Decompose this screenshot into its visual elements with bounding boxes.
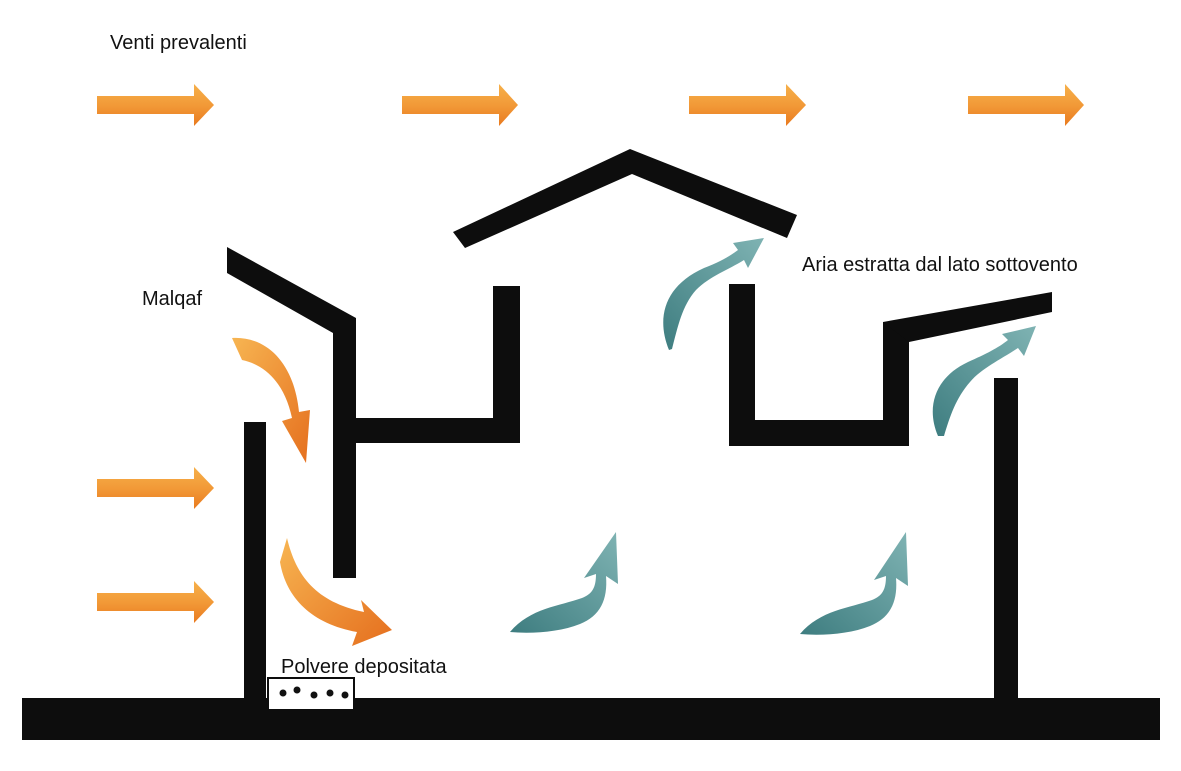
curved-inflow-arrow-icon	[280, 538, 392, 646]
dust-particle-icon	[293, 686, 301, 694]
outflow-arrows	[510, 238, 1036, 635]
dust-particle-icon	[310, 691, 318, 699]
building-section	[22, 149, 1160, 740]
malqaf-wing-wall	[227, 247, 356, 578]
right-block-wall	[729, 284, 755, 446]
curved-outflow-arrow-icon	[932, 326, 1036, 436]
curved-outflow-arrow-icon	[663, 238, 764, 350]
curved-inflow-arrow-icon	[232, 337, 310, 463]
wind-arrow-icon	[968, 84, 1084, 126]
inflow-arrows	[232, 337, 392, 646]
dust-particle-icon	[326, 689, 334, 697]
wind-arrow-icon	[402, 84, 518, 126]
leeward-sloped-roof	[883, 292, 1052, 342]
wind-arrow-icon	[97, 581, 214, 623]
left-block-wall	[493, 286, 520, 443]
ground-slab	[22, 698, 1160, 740]
right-outer-wall	[994, 378, 1018, 702]
curved-outflow-arrow-icon	[800, 532, 908, 635]
deposited-dust-label: Polvere depositata	[281, 656, 447, 678]
extracted-air-label: Aria estratta dal lato sottovento	[802, 254, 1078, 276]
malqaf-label: Malqaf	[142, 288, 203, 310]
dust-particle-icon	[279, 689, 287, 697]
left-outer-wall	[244, 422, 266, 702]
prevailing-winds-label: Venti prevalenti	[110, 32, 247, 54]
left-block-floor	[356, 418, 520, 443]
leeward-tower-wall	[883, 322, 909, 446]
wind-arrow-icon	[97, 467, 214, 509]
dust-deposit	[267, 677, 355, 711]
right-block-floor	[729, 420, 909, 446]
curved-outflow-arrow-icon	[510, 532, 618, 633]
wind-arrow-icon	[689, 84, 806, 126]
wind-arrow-icon	[97, 84, 214, 126]
dust-particle-icon	[341, 691, 349, 699]
prevailing-wind-arrows	[97, 84, 1084, 623]
gable-roof	[453, 149, 797, 248]
